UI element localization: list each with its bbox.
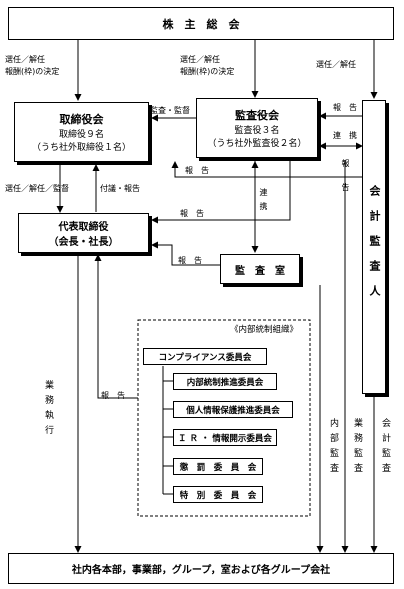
committee-label: 懲 罰 委 員 会 [179,462,257,473]
elect-dismiss-supervise-label: 選任／解任／監督 [5,184,69,193]
accounting-audit-label: 会計監査 [380,418,390,478]
auditors-line1: 監査役３名 [234,126,280,136]
internal-audit-label: 内部監査 [328,418,338,478]
audit-supervision-label: 監査・監督 [150,106,190,115]
committee-item: 内部統制推進委員会 [173,373,277,390]
report-label: 報 告 [101,391,125,400]
auditors-title: 監査役会 [235,109,279,122]
board-line2: （うち社外取締役１名） [31,143,131,153]
representative-title: 代表取締役 [58,222,109,233]
board-box: 取締役会 取締役９名 （うち社外取締役１名） [14,102,149,162]
shareholders-meeting-box: 株 主 総 会 [8,7,394,40]
committee-label: 個人情報保護推進委員会 [186,405,280,416]
report-label: 報 告 [178,256,202,265]
compliance-committee-label: コンプライアンス委員会 [158,352,252,363]
committee-label: 内部統制推進委員会 [186,377,264,388]
report-label: 報 告 [180,209,204,218]
committee-label: 特 別 委 員 会 [179,490,257,501]
accounting-auditor-label: 会計監査人 [368,184,381,310]
board-title: 取締役会 [59,113,104,126]
cooperation-vertical-label: 連携 [259,188,268,216]
representative-box: 代表取締役 （会長・社長） [18,213,149,253]
audit-office-label: 監 査 室 [235,265,285,277]
organization-units-label: 社内各本部，事業部，グループ，室および各グループ会社 [71,565,331,576]
committee-item: 懲 罰 委 員 会 [173,458,263,475]
committee-item: 特 別 委 員 会 [173,486,263,503]
instruct-report-label: 付議・報告 [100,184,140,193]
compliance-committee: コンプライアンス委員会 [143,348,267,365]
committee-item: 個人情報保護推進委員会 [173,401,293,418]
business-execution-label: 業務執行 [43,380,53,440]
organization-units-box: 社内各本部，事業部，グループ，室および各グループ会社 [8,553,394,584]
committee-item: Ｉ Ｒ ・ 情報開示委員会 [173,429,277,446]
audit-office-box: 監 査 室 [220,254,300,284]
auditors-box: 監査役会 監査役３名 （うち社外監査役２名） [196,98,318,158]
cooperation-label: 連 携 [333,131,357,140]
accounting-auditor-box: 会計監査人 [362,100,386,394]
elect-dismiss-label: 選任／解任 [5,55,45,64]
auditors-line2: （うち社外監査役２名） [207,139,307,149]
report-label: 報 告 [185,166,209,175]
shareholders-meeting-label: 株 主 総 会 [162,17,240,31]
remuneration-label: 報酬(枠)の決定 [180,67,235,76]
report-label: 報 告 [333,103,357,112]
board-line1: 取締役９名 [58,130,104,140]
internal-control-label: 《内部統制組織》 [230,325,299,335]
elect-dismiss-label: 選任／解任 [316,60,356,69]
report-vertical-label: 報 告 [341,159,350,195]
business-audit-label: 業務監査 [352,418,362,478]
elect-dismiss-label: 選任／解任 [180,55,220,64]
representative-line1: （会長・社長） [48,237,119,248]
committee-label: Ｉ Ｒ ・ 情報開示委員会 [178,433,272,444]
remuneration-label: 報酬(枠)の決定 [5,67,60,76]
